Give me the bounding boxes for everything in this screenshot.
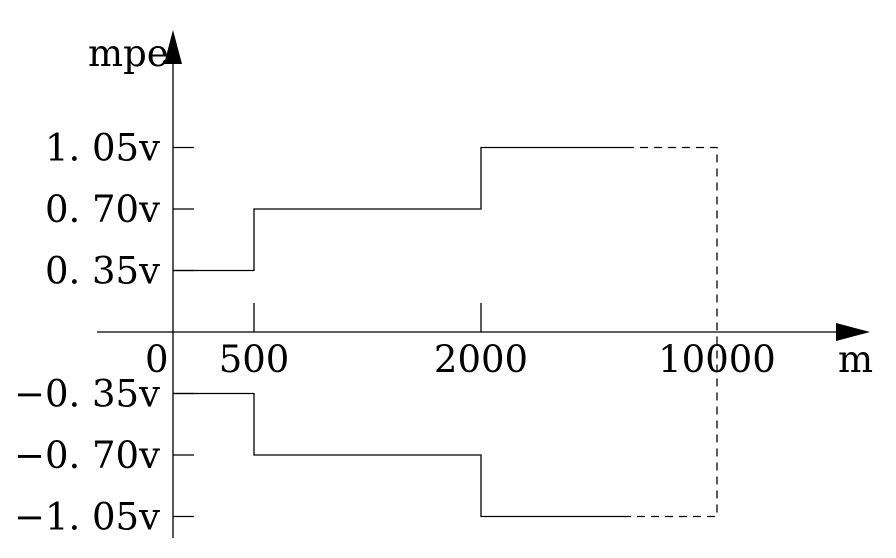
x-tick-label: 2000 bbox=[434, 338, 528, 381]
y-tick-label: 0. 35v bbox=[45, 250, 160, 293]
series-line-1 bbox=[626, 146, 718, 518]
origin-label: 0 bbox=[145, 338, 169, 381]
x-tick-label: 500 bbox=[219, 338, 290, 381]
x-axis-arrow bbox=[836, 323, 870, 341]
x-tick-label: 10000 bbox=[658, 338, 776, 381]
x-axis-title: m bbox=[838, 338, 873, 381]
y-axis-title: mpe bbox=[88, 32, 169, 75]
series-line-2 bbox=[173, 392, 626, 518]
y-axis-arrow bbox=[164, 30, 182, 64]
y-tick-label: −0. 70v bbox=[14, 434, 160, 477]
series-line-0 bbox=[173, 146, 626, 272]
y-tick-label: 1. 05v bbox=[45, 127, 160, 170]
y-tick-label: −1. 05v bbox=[14, 496, 160, 539]
y-tick-label: 0. 70v bbox=[45, 188, 160, 231]
y-tick-label: −0. 35v bbox=[14, 373, 160, 416]
